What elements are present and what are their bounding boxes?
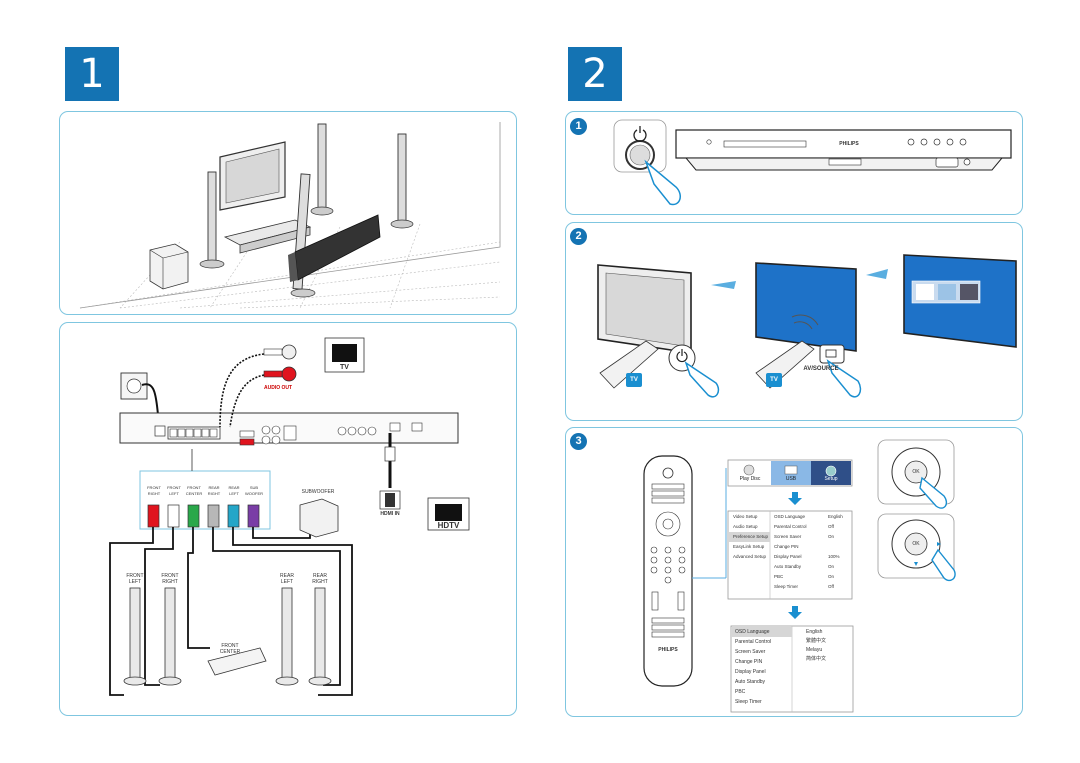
submenu-option: Auto Standby [735, 679, 766, 685]
connector-label-front-center: FRONT CENTER [185, 485, 203, 496]
setup-option-name: Sleep Timer [774, 584, 799, 589]
remote-brand: PHILIPS [658, 647, 678, 653]
submenu-option: Screen Saver [735, 649, 766, 655]
step-tv-source-panel: TV TV AV/SOURCE [565, 222, 1023, 421]
step-power-panel: PHILIPS [565, 111, 1023, 215]
setup-category: Audio Setup [733, 524, 758, 529]
home-item-play-disc: Play Disc [739, 476, 761, 482]
submenu-option: Parental Control [735, 639, 772, 645]
setup-option-name: Screen Saver [774, 534, 802, 539]
setup-category: Preference Setup [733, 534, 769, 539]
room-illustration [79, 122, 501, 309]
setup-option-name: Auto Standby [774, 564, 802, 569]
setup-option-value: Off [828, 584, 834, 589]
speaker-label-rear-left: REAR LEFT [280, 573, 294, 585]
tv-source-illustration [597, 254, 1017, 398]
step-badge-2: 2 [570, 228, 587, 245]
setup-option-name: Change PIN [774, 544, 799, 549]
setup-option-name: OSD Language [774, 514, 806, 519]
language-option: Melayu [806, 647, 823, 653]
hdmi-in-label: HDMI IN [380, 511, 400, 517]
section-number-1: 1 [65, 47, 119, 101]
setup-option-value: English [828, 514, 843, 519]
setup-category: Video Setup [733, 514, 758, 519]
subwoofer-label: SUBWOOFER [301, 489, 335, 495]
submenu-option: OSD Language [735, 629, 770, 635]
ok-button-2: OK [912, 541, 920, 547]
setup-option-value [828, 542, 850, 552]
room-setup-panel [59, 111, 517, 315]
step-badge-1: 1 [570, 118, 587, 135]
ok-button-1: OK [912, 469, 920, 475]
setup-option-value: Off [828, 524, 834, 529]
setup-option-value: On [828, 564, 835, 569]
tv-label: TV [340, 364, 349, 371]
tv-badge-2: TV [770, 377, 778, 383]
speaker-label-front-right: FRONT RIGHT [161, 573, 179, 585]
submenu-option: Display Panel [735, 669, 766, 675]
submenu-option: Change PIN [735, 659, 763, 665]
language-option: 繁體中文 [806, 638, 827, 644]
submenu-option: Sleep Timer [735, 699, 762, 705]
audio-out-label: AUDIO OUT [263, 385, 293, 391]
language-option: 简体中文 [806, 656, 827, 662]
speaker-label-front-center: FRONT CENTER [219, 643, 241, 655]
home-item-setup: Setup [824, 476, 838, 482]
connector-label-rear-right: REAR RIGHT [207, 485, 221, 496]
setup-illustration [643, 439, 956, 713]
setup-category: EasyLink Setup [733, 544, 765, 549]
connector-label-front-left: FRONT LEFT [167, 485, 181, 496]
section-number-2: 2 [568, 47, 622, 101]
setup-option-name: Parental Control [774, 524, 807, 529]
setup-option-name: Display Panel [774, 554, 802, 559]
home-item-usb: USB [785, 476, 797, 482]
submenu-option: PBC [735, 689, 746, 695]
step-badge-3: 3 [570, 433, 587, 450]
setup-option-value: 100% [828, 554, 840, 559]
player-brand: PHILIPS [839, 141, 859, 147]
connection-diagram [109, 337, 470, 696]
setup-option-name: PBC [774, 574, 784, 579]
setup-category: Advanced Setup [733, 554, 767, 559]
language-option: English [806, 629, 823, 635]
av-source-button: AV/SOURCE [803, 366, 839, 372]
connector-label-subwoofer: SUB WOOFER [245, 485, 263, 496]
connector-label-rear-left: REAR LEFT [228, 485, 240, 496]
hdtv-label: HDTV [437, 521, 460, 530]
connections-panel: AUDIO OUT TV HDMI IN HDTV SUBWOOFER FRON… [59, 322, 517, 716]
step-setup-panel: Play Disc USB Setup Video Setup Audio Se… [565, 427, 1023, 717]
speaker-label-rear-right: REAR RIGHT [312, 573, 328, 585]
speaker-label-front-left: FRONT LEFT [126, 573, 144, 585]
setup-option-value: On [828, 534, 835, 539]
power-illustration [613, 119, 1012, 206]
tv-badge-1: TV [630, 377, 638, 383]
setup-option-value: On [828, 574, 835, 579]
connector-label-front-right: FRONT RIGHT [147, 485, 161, 496]
